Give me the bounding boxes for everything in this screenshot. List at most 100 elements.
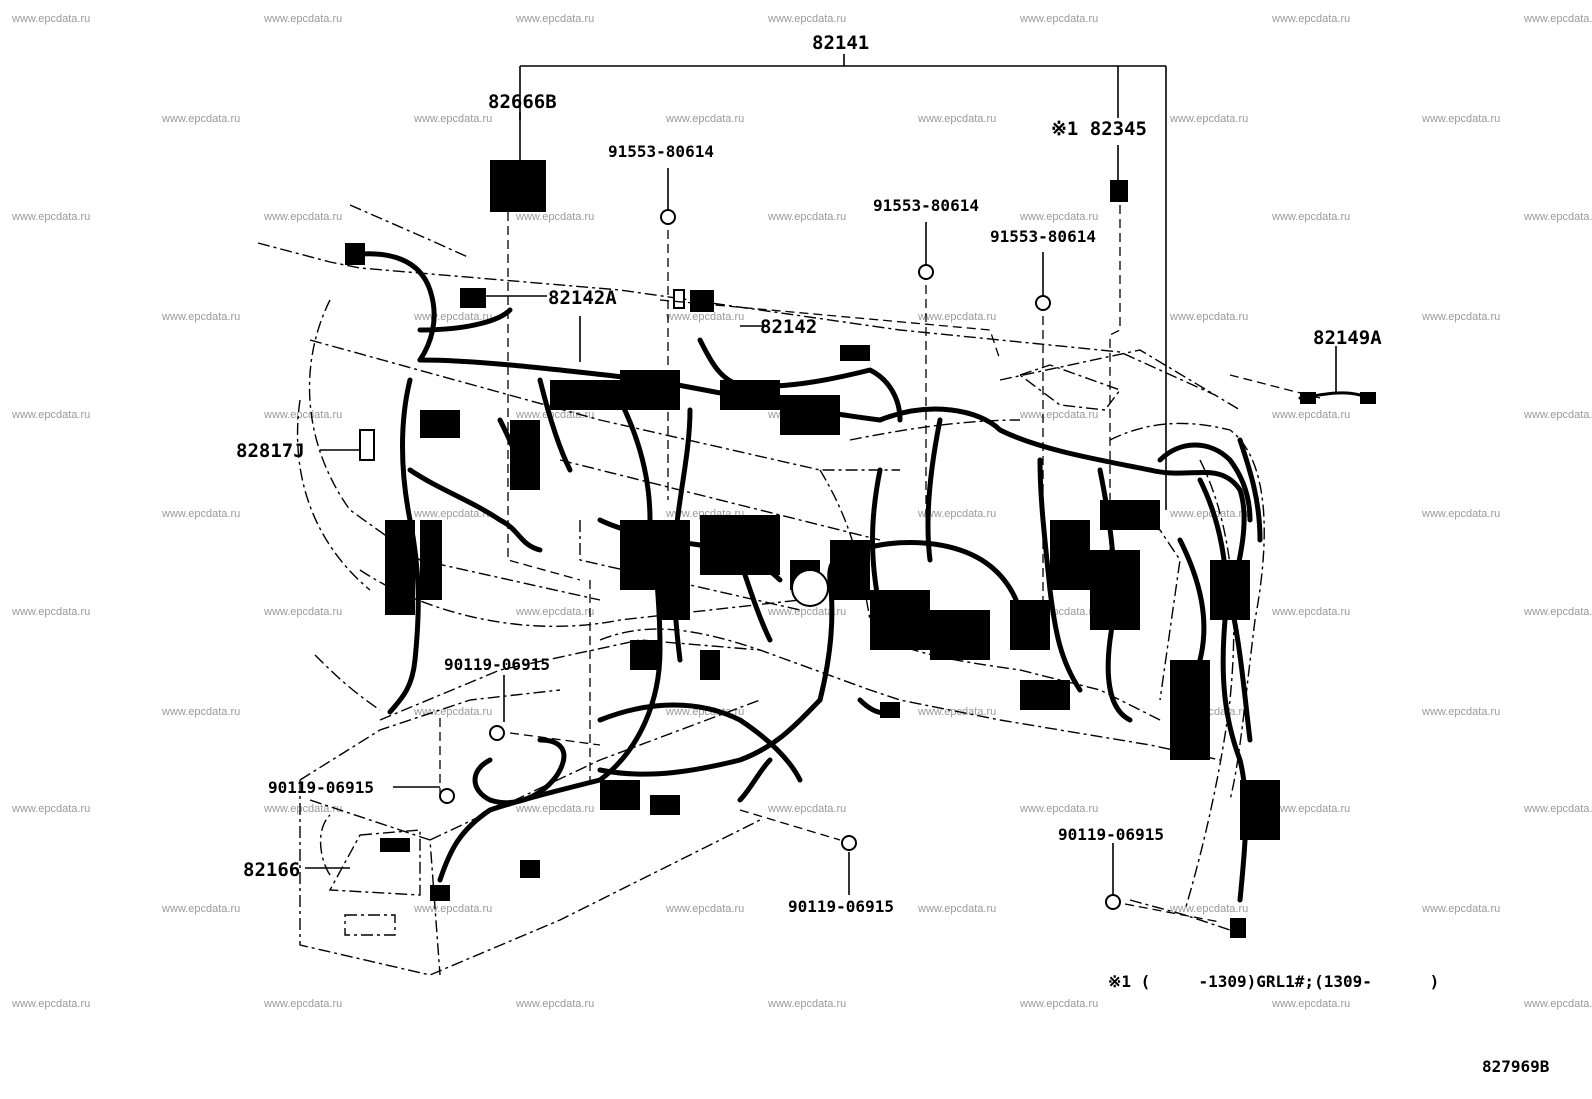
harness-connectors — [345, 160, 1376, 938]
bolt-icon — [439, 788, 455, 804]
connector — [1050, 520, 1090, 590]
label-91553-80614-c: 91553-80614 — [990, 227, 1096, 246]
watermark-text: www.epcdata.ru — [161, 311, 240, 323]
watermark-text: www.epcdata.ru — [1271, 211, 1350, 223]
label-82142: 82142 — [760, 316, 817, 338]
connector — [1230, 918, 1246, 938]
watermark-text: www.epcdata.ru — [1523, 13, 1592, 25]
connector — [870, 590, 930, 650]
connector — [1240, 780, 1280, 840]
bolt-icon — [1035, 295, 1051, 311]
watermark-text: www.epcdata.ru — [11, 998, 90, 1010]
connector — [520, 860, 540, 878]
leader-lines — [305, 54, 1337, 895]
watermark-text: www.epcdata.ru — [413, 508, 492, 520]
watermark-text: www.epcdata.ru — [1421, 508, 1500, 520]
watermark-text: www.epcdata.ru — [917, 113, 996, 125]
watermark-text: www.epcdata.ru — [1421, 903, 1500, 915]
watermark-text: www.epcdata.ru — [1019, 211, 1098, 223]
bolt-icon — [489, 725, 505, 741]
watermark-text: www.epcdata.ru — [1019, 998, 1098, 1010]
connector — [430, 885, 450, 901]
connector — [930, 610, 990, 660]
watermark-text: www.epcdata.ru — [515, 13, 594, 25]
watermark-text: www.epcdata.ru — [1019, 13, 1098, 25]
connector — [460, 288, 486, 308]
connector — [650, 795, 680, 815]
connector — [720, 380, 780, 410]
watermark-text: www.epcdata.ru — [161, 113, 240, 125]
watermark-text: www.epcdata.ru — [413, 113, 492, 125]
watermark-text: www.epcdata.ru — [1271, 998, 1350, 1010]
diagram-id: 827969B — [1482, 1057, 1550, 1076]
watermark-text: www.epcdata.ru — [263, 409, 342, 421]
instrument-panel-outline — [257, 204, 1265, 976]
connector — [620, 370, 680, 410]
label-90119-06915-c: 90119-06915 — [788, 897, 894, 916]
footnote: ※1 ( -1309)GRL1#;(1309- ) — [1108, 972, 1439, 991]
connector — [1300, 392, 1316, 404]
label-90119-06915-a: 90119-06915 — [444, 655, 550, 674]
watermark-text: www.epcdata.ru — [1523, 803, 1592, 815]
watermark-text: www.epcdata.ru — [11, 606, 90, 618]
dashed-guides — [439, 205, 1321, 923]
watermark-text: www.epcdata.ru — [1271, 13, 1350, 25]
connector — [1100, 500, 1160, 530]
label-82666B: 82666B — [488, 91, 557, 113]
label-82142A: 82142A — [548, 287, 617, 309]
watermark-text: www.epcdata.ru — [917, 903, 996, 915]
connector — [510, 420, 540, 490]
connector — [840, 345, 870, 361]
watermark-text: www.epcdata.ru — [161, 706, 240, 718]
watermark-text: www.epcdata.ru — [767, 803, 846, 815]
connector — [1210, 560, 1250, 620]
watermark-text: www.epcdata.ru — [515, 998, 594, 1010]
watermark-text: www.epcdata.ru — [1271, 606, 1350, 618]
watermark-text: www.epcdata.ru — [263, 13, 342, 25]
connector — [630, 640, 660, 670]
watermark-text: www.epcdata.ru — [515, 803, 594, 815]
watermark-text: www.epcdata.ru — [11, 211, 90, 223]
connector — [880, 702, 900, 718]
relay-connector — [1110, 180, 1128, 202]
watermark-text: www.epcdata.ru — [1523, 211, 1592, 223]
watermark-text: www.epcdata.ru — [1169, 113, 1248, 125]
connector — [830, 540, 870, 600]
connector — [700, 650, 720, 680]
part-labels: 82141 82666B 91553-80614 91553-80614 915… — [236, 32, 1550, 1076]
watermark-text: www.epcdata.ru — [1169, 508, 1248, 520]
watermark-text: www.epcdata.ru — [767, 606, 846, 618]
label-82166: 82166 — [243, 859, 300, 881]
watermark-text: www.epcdata.ru — [413, 903, 492, 915]
fasteners — [439, 209, 1121, 910]
label-91553-80614-b: 91553-80614 — [873, 196, 979, 215]
fuse-block-connector — [420, 520, 442, 600]
connector — [1090, 550, 1140, 630]
clip — [791, 569, 829, 607]
connector — [550, 380, 620, 410]
connector — [345, 243, 365, 265]
watermark-text: www.epcdata.ru — [1019, 409, 1098, 421]
watermark-text: www.epcdata.ru — [11, 409, 90, 421]
watermark-text: www.epcdata.ru — [767, 998, 846, 1010]
label-90119-06915-b: 90119-06915 — [268, 778, 374, 797]
watermark-text: www.epcdata.ru — [665, 113, 744, 125]
fuse-block-connector — [385, 520, 415, 615]
label-82141: 82141 — [812, 32, 869, 54]
bracket — [359, 429, 375, 461]
watermark-text: www.epcdata.ru — [11, 13, 90, 25]
label-91553-80614-a: 91553-80614 — [608, 142, 714, 161]
connector — [600, 780, 640, 810]
watermark-text: www.epcdata.ru — [1019, 803, 1098, 815]
watermark-text: www.epcdata.ru — [917, 311, 996, 323]
connector — [1010, 600, 1050, 650]
label-90119-06915-d: 90119-06915 — [1058, 825, 1164, 844]
watermark-text: www.epcdata.ru — [1523, 409, 1592, 421]
connector — [660, 520, 690, 620]
watermark-text: www.epcdata.ru — [665, 903, 744, 915]
connector — [690, 290, 714, 312]
watermark-text: www.epcdata.ru — [1169, 311, 1248, 323]
connector — [700, 515, 780, 575]
connector — [1360, 392, 1376, 404]
